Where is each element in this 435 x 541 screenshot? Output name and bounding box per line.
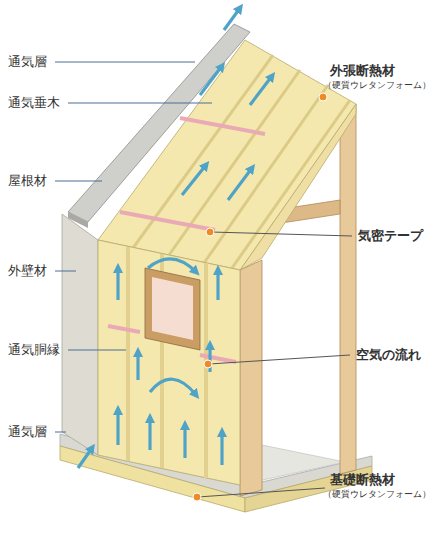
part-label: 屋根材	[8, 173, 47, 189]
wall-insulation	[98, 240, 240, 485]
material-note: （硬質ウレタンフォーム）	[323, 80, 431, 91]
leader-lines	[198, 232, 352, 497]
part-label: 空気の流れ	[356, 347, 421, 363]
air-flow-arrows	[78, 8, 272, 468]
furring-strips	[128, 247, 206, 478]
part-label: 外壁材	[8, 263, 47, 279]
window-glass	[152, 277, 193, 340]
material-note: （硬質ウレタンフォーム）	[323, 489, 431, 500]
rafters	[133, 55, 350, 268]
part-label: 通気垂木	[8, 95, 60, 111]
part-label: 外張断熱材	[330, 63, 395, 79]
exterior-wall	[62, 214, 98, 455]
post	[340, 104, 356, 474]
part-label: 気密テープ	[358, 228, 423, 244]
part-label: 基礎断熱材	[330, 472, 395, 488]
part-label: 通気層	[8, 424, 47, 440]
leader-dots	[193, 93, 327, 501]
window-frame	[145, 268, 200, 350]
part-label: 通気胴縁	[8, 342, 60, 358]
post	[240, 260, 262, 496]
leader-lines	[55, 62, 212, 432]
part-label: 通気層	[8, 54, 47, 70]
roof-board	[68, 24, 250, 222]
